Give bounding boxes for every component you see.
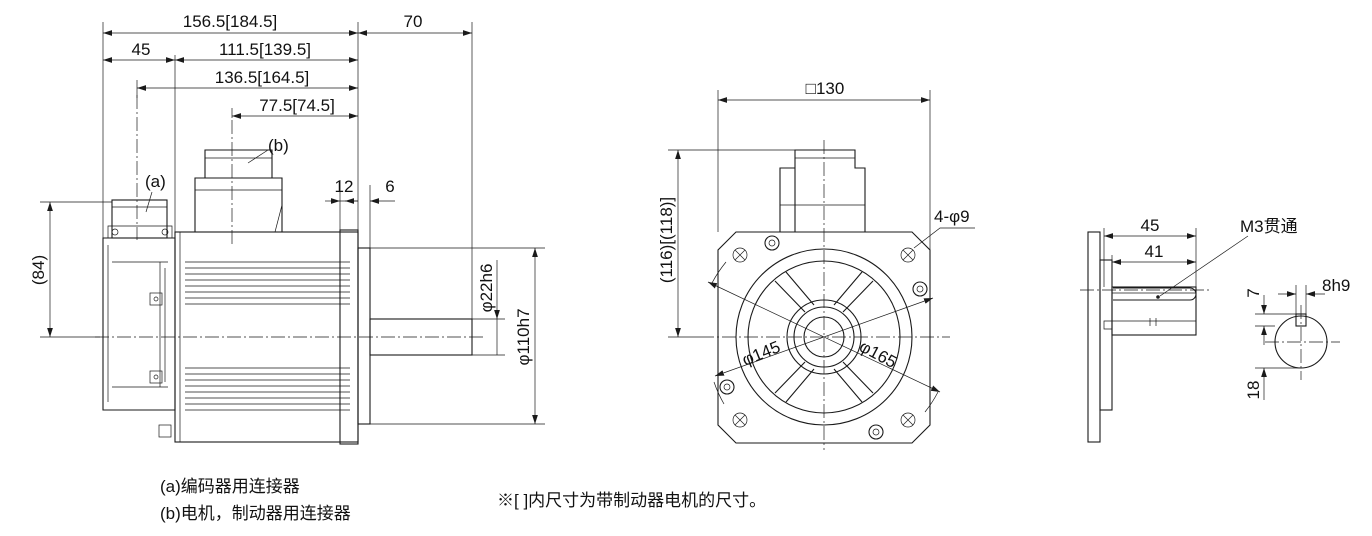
shaft-detail-labels: 45 41 M3贯通 8h9 7 18 (1141, 216, 1351, 399)
dim-45-shaft: 45 (1141, 216, 1160, 235)
shaft-detail-dimensions (1103, 228, 1325, 400)
dim-shaft-extension: 70 (404, 12, 423, 31)
front-view (700, 140, 950, 450)
front-view-labels: □130 (116)[(118)] 4-φ9 φ145 φ165 (657, 79, 970, 372)
dim-key-width: 8h9 (1322, 276, 1350, 295)
front-view-dimensions (668, 90, 975, 393)
side-view-labels: 156.5[184.5] 70 45 111.5[139.5] 136.5[16… (29, 12, 533, 366)
legend-encoder-connector: (a)编码器用连接器 (160, 477, 300, 496)
dim-phi145: φ145 (739, 337, 783, 369)
dim-12: 12 (335, 177, 354, 196)
side-view (95, 95, 485, 445)
power-connector (194, 149, 283, 233)
callout-b: (b) (268, 136, 289, 155)
dim-6: 6 (385, 177, 394, 196)
spigot (357, 247, 371, 425)
dim-77: 77.5[74.5] (259, 96, 335, 115)
dim-overall-length: 156.5[184.5] (183, 12, 278, 31)
dim-front-height: (116)[(118)] (657, 197, 676, 283)
thread-spec: M3贯通 (1240, 217, 1298, 236)
legend-power-connector: (b)电机，制动器用连接器 (160, 504, 351, 523)
dim-spigot-diameter: φ110h7 (514, 308, 533, 365)
mounting-holes (732, 247, 916, 428)
callout-a: (a) (145, 172, 166, 191)
dim-flange-square: □130 (806, 79, 845, 98)
dim-111: 111.5[139.5] (219, 40, 311, 59)
dim-45-side: 45 (132, 40, 151, 59)
dim-holes: 4-φ9 (934, 207, 970, 226)
dim-shaft-diameter: φ22h6 (477, 264, 496, 313)
bracket-note: ※[ ]内尺寸为带制动器电机的尺寸。 (497, 491, 767, 510)
dim-41: 41 (1145, 242, 1164, 261)
dim-84: (84) (29, 255, 48, 285)
cooling-fins (185, 261, 350, 411)
rear-bolts (149, 292, 172, 438)
dim-136: 136.5[164.5] (215, 68, 310, 87)
dim-7: 7 (1244, 288, 1263, 297)
dim-phi165: φ165 (856, 337, 900, 372)
side-view-dimensions (40, 22, 545, 425)
shaft-detail-view (1080, 231, 1340, 443)
encoder-connector (107, 199, 173, 239)
dim-18: 18 (1244, 381, 1263, 400)
